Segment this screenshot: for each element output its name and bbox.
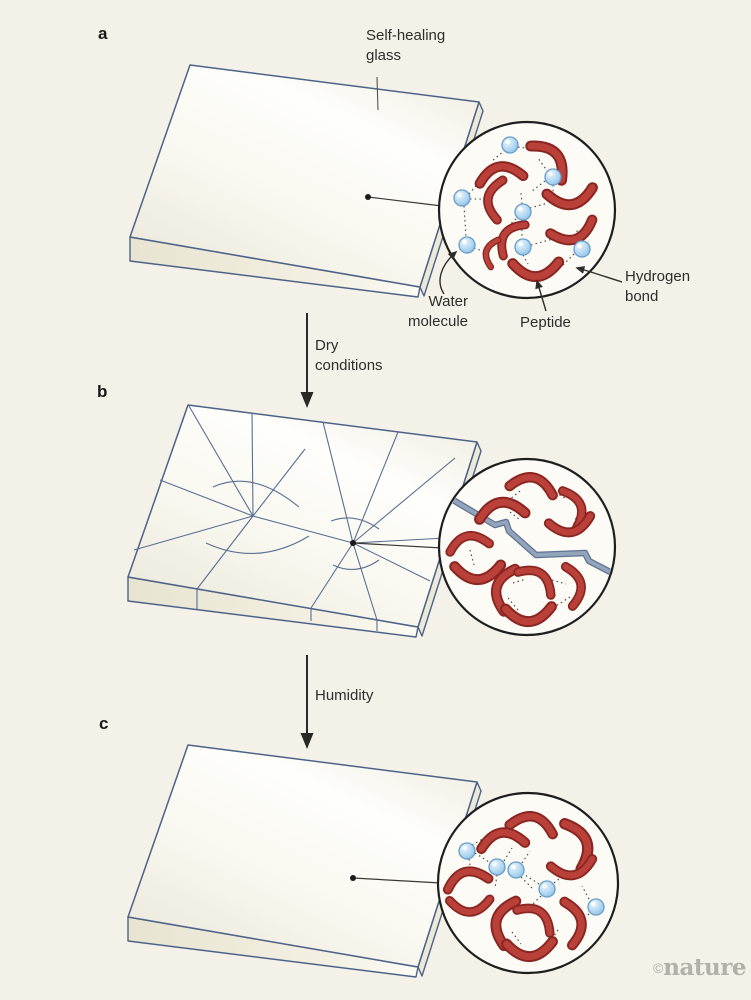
molecular-view-a [453, 136, 596, 278]
water-molecule-icon [514, 203, 532, 221]
water-molecule-icon [514, 238, 532, 256]
water-molecule-icon [453, 189, 471, 207]
molecular-view-b [441, 473, 614, 623]
panel-letter-b: b [97, 382, 108, 401]
dry-conditions-arrow [300, 313, 314, 408]
humidity-arrow [300, 655, 314, 749]
copyright-symbol: © [652, 960, 664, 976]
magnifier-leader-c [350, 875, 442, 884]
nature-brand: nature [663, 954, 746, 981]
magnifier-leader-b [350, 540, 443, 549]
inset-pointer-arrows [439, 250, 623, 312]
magnifier-leader-a [365, 194, 443, 207]
slab-a [129, 64, 484, 298]
panel-letter-c: c [99, 714, 109, 733]
glass-label-leader [376, 76, 379, 111]
water-molecule-icon [458, 842, 476, 860]
water-molecule-icon [544, 168, 562, 186]
water-molecule-arrow [439, 250, 458, 295]
dry-conditions-label: Dry conditions [315, 337, 383, 374]
water-molecule-label: Water molecule [407, 293, 468, 330]
panel-letter-a: a [98, 24, 108, 43]
water-molecule-icon [587, 898, 605, 916]
self-healing-glass-label: Self-healing glass [366, 27, 446, 64]
slab-c [127, 744, 482, 978]
hydrogen-bond-label: Hydrogen bond [625, 268, 691, 305]
crack-in-circle [441, 491, 614, 578]
slab-b-cracks [133, 405, 456, 631]
water-molecule-icon [488, 858, 506, 876]
humidity-label: Humidity [315, 687, 374, 704]
water-molecule-icon [501, 136, 519, 154]
water-molecule-icon [507, 861, 525, 879]
water-molecule-icon [538, 880, 556, 898]
molecular-view-c [445, 812, 605, 958]
peptide-label: Peptide [520, 314, 571, 331]
hydrogen-bond-arrow [575, 266, 623, 283]
nature-credit: ©nature [652, 954, 747, 981]
water-molecule-icon [458, 236, 476, 254]
peptide-arrow [535, 279, 547, 312]
slab-b [127, 404, 482, 638]
water-molecule-icon [573, 240, 591, 258]
